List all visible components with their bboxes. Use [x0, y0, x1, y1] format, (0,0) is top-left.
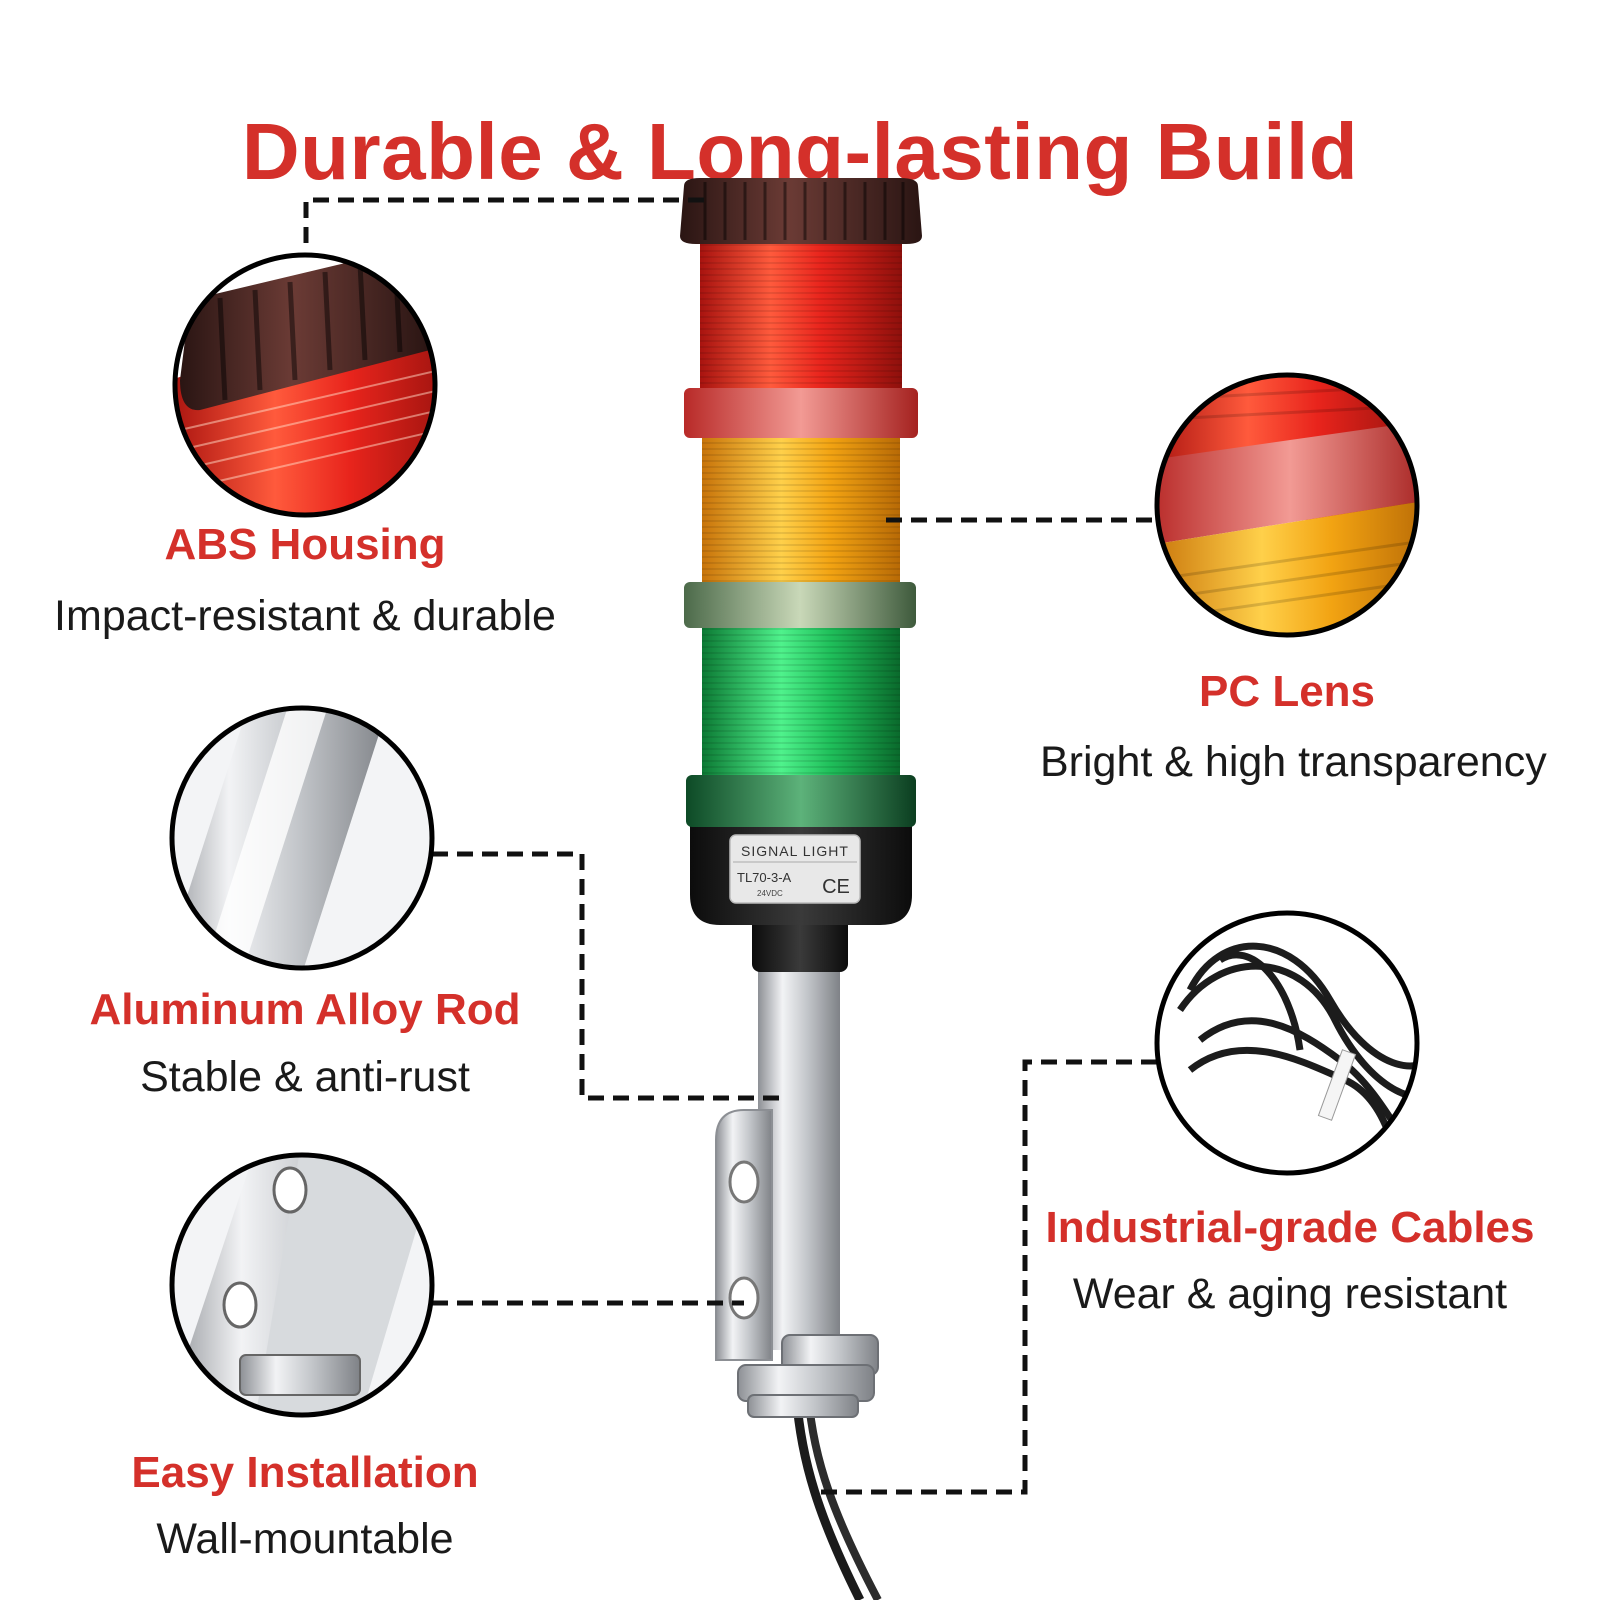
- feature-title-installation: Easy Installation: [131, 1448, 479, 1497]
- top-cap: [680, 178, 922, 244]
- feature-title-aluminum-rod: Aluminum Alloy Rod: [89, 985, 521, 1034]
- label-brand: SIGNAL LIGHT: [741, 843, 849, 859]
- cable-closeup-icon: [1154, 910, 1420, 1176]
- pc-lens-closeup-icon: [1154, 372, 1420, 638]
- amber-lens: [684, 432, 916, 628]
- feature-title-abs-housing: ABS Housing: [164, 520, 446, 569]
- aluminum-rod-closeup-icon: [169, 705, 435, 971]
- mounting-nut: [737, 1334, 879, 1418]
- callout-connectors: [303, 197, 1157, 1495]
- cable: [791, 1389, 882, 1600]
- green-lens: [686, 620, 916, 827]
- mounting-bracket-closeup-icon: [169, 1152, 435, 1418]
- feature-desc-pc-lens: Bright & high transparency: [1040, 738, 1547, 786]
- red-lens: [684, 232, 918, 438]
- feature-title-pc-lens: PC Lens: [1198, 667, 1376, 716]
- feature-desc-cables: Wear & aging resistant: [1072, 1270, 1508, 1318]
- label-voltage: 24VDC: [757, 889, 783, 898]
- abs-housing-closeup-icon: [172, 252, 438, 518]
- label-model: TL70-3-A: [737, 870, 792, 885]
- feature-desc-aluminum-rod: Stable & anti-rust: [140, 1053, 470, 1101]
- label-ce-mark: CE: [822, 876, 850, 898]
- mounting-bracket: [715, 1109, 773, 1361]
- feature-desc-abs-housing: Impact-resistant & durable: [54, 592, 556, 640]
- product-label: SIGNAL LIGHT TL70-3-A 24VDC CE: [729, 834, 861, 904]
- feature-title-cables: Industrial-grade Cables: [1045, 1203, 1535, 1252]
- feature-desc-installation: Wall-mountable: [156, 1515, 454, 1563]
